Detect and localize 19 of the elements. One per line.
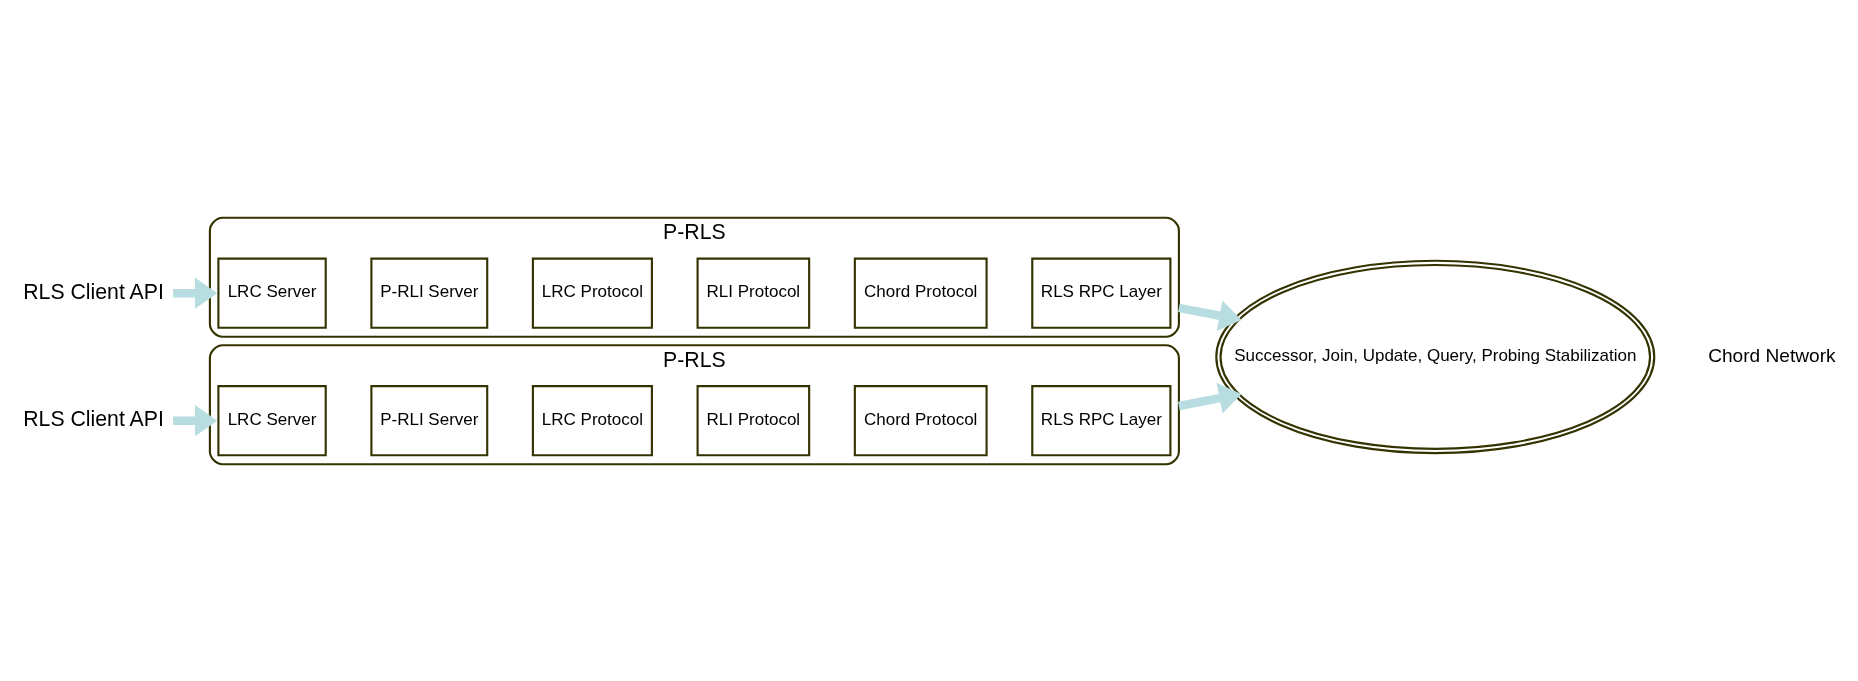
node-box: Chord Protocol (853, 384, 988, 456)
node-box: LRC Protocol (531, 257, 653, 329)
node-box: LRC Protocol (531, 384, 653, 456)
node-text: RLS Client API (23, 406, 164, 431)
node-box: P-RLI Server (370, 384, 489, 456)
arrow (173, 277, 218, 309)
node-text: RLS Client API (23, 279, 164, 303)
arrow (173, 404, 218, 436)
arrow (1178, 299, 1242, 331)
arrow (1178, 382, 1242, 413)
node-box: Chord Protocol (853, 257, 988, 329)
node-box: RLI Protocol (696, 257, 811, 329)
node-label: Chord Network (1708, 344, 1836, 366)
node-box: RLS RPC Layer (1031, 384, 1172, 456)
node-box: RLS RPC Layer (1031, 257, 1172, 329)
node-box: RLI Protocol (696, 384, 811, 456)
node-box: LRC Server (217, 257, 327, 329)
node-box: LRC Server (217, 384, 327, 456)
node-box: P-RLI Server (370, 257, 489, 329)
